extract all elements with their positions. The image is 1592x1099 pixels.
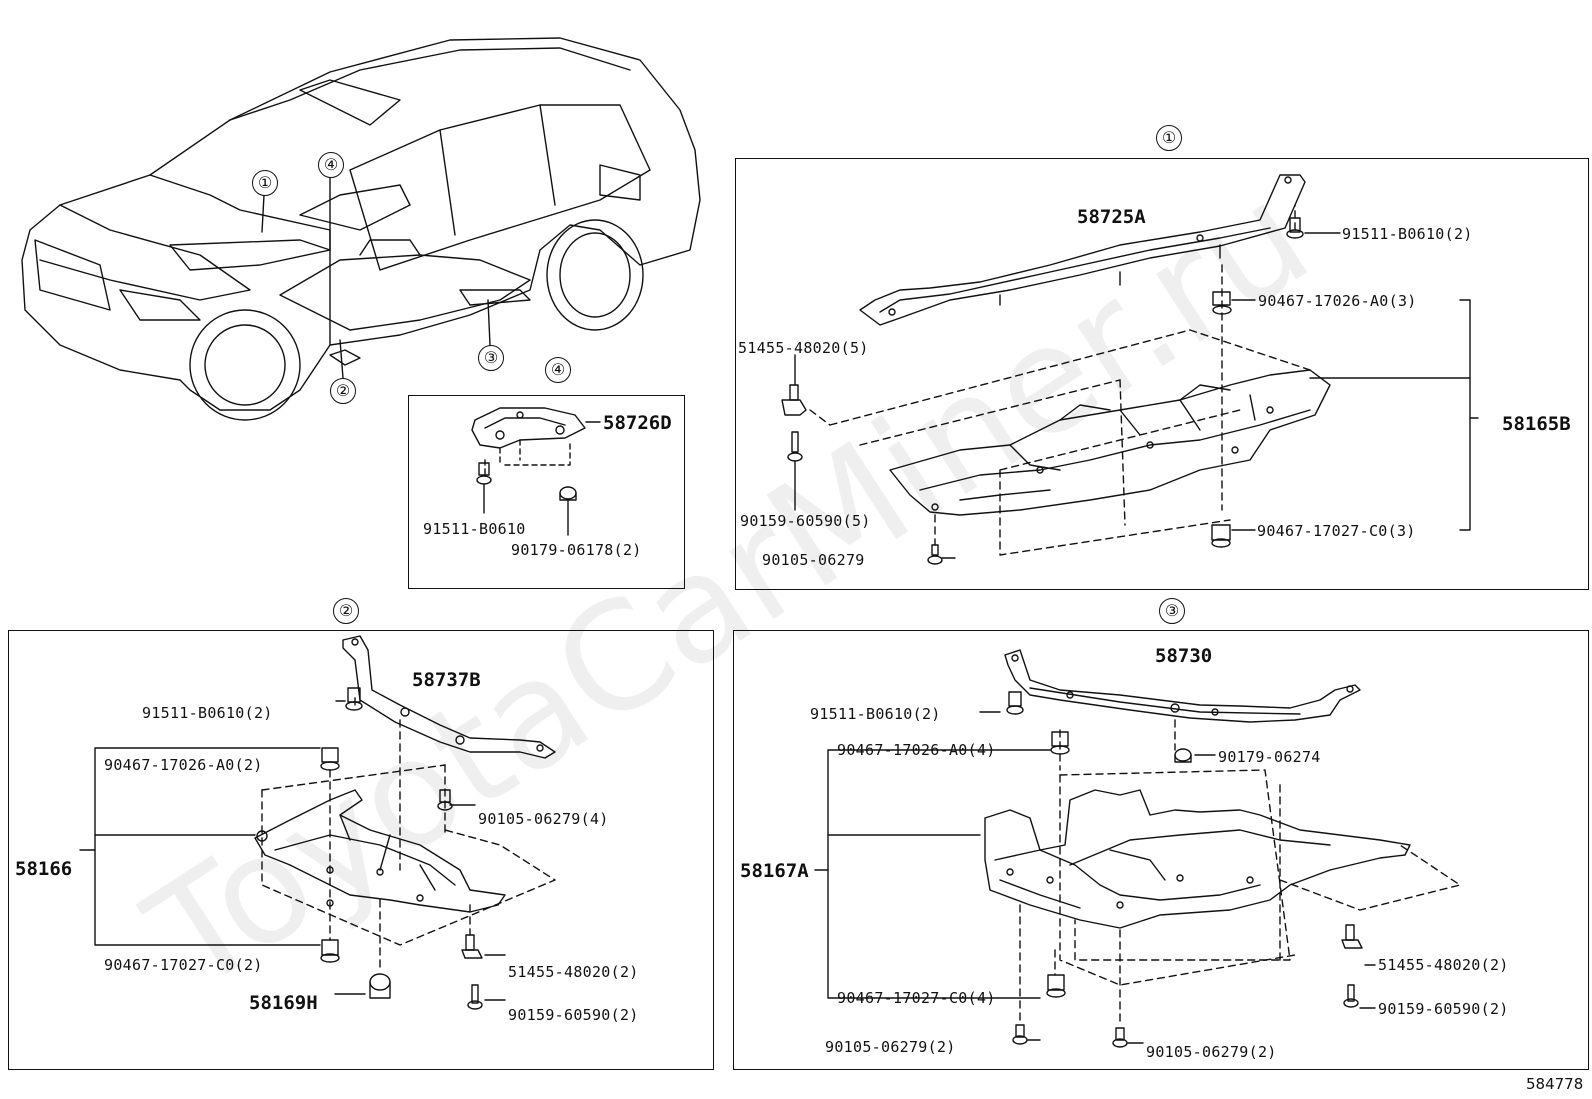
part-90467-17026-A0-p3[interactable]: 90467-17026-A0(4) (837, 741, 996, 759)
callout-2-vehicle: ② (330, 378, 356, 404)
part-91511-B0610-p4[interactable]: 91511-B0610 (423, 520, 526, 538)
part-90467-17027-C0-p1[interactable]: 90467-17027-C0(3) (1257, 522, 1416, 540)
part-51455-48020-p1[interactable]: 51455-48020(5) (738, 339, 869, 357)
panel2-marker: ② (333, 598, 359, 624)
part-58737B[interactable]: 58737B (412, 669, 481, 691)
undercover-58167A-drawing (814, 691, 1461, 1048)
part-90467-17026-A0-p2[interactable]: 90467-17026-A0(2) (104, 756, 263, 774)
part-58169H[interactable]: 58169H (249, 992, 318, 1014)
part-91511-B0610-p3[interactable]: 91511-B0610(2) (810, 705, 941, 723)
part-90179-06178[interactable]: 90179-06178(2) (511, 541, 642, 559)
part-51455-48020-p2[interactable]: 51455-48020(2) (508, 963, 639, 981)
panel3-box (733, 630, 1589, 1070)
part-58166[interactable]: 58166 (15, 858, 73, 880)
part-58730[interactable]: 58730 (1155, 645, 1213, 667)
crossmember-58725A-drawing (859, 174, 1306, 326)
callout-4-vehicle: ④ (318, 152, 344, 178)
panel3-marker: ③ (1159, 598, 1185, 624)
part-90159-60590-p2[interactable]: 90159-60590(2) (508, 1006, 639, 1024)
part-58165B[interactable]: 58165B (1502, 413, 1571, 435)
part-51455-48020-p3[interactable]: 51455-48020(2) (1378, 956, 1509, 974)
part-58167A[interactable]: 58167A (740, 860, 809, 882)
part-90105-06279-p1[interactable]: 90105-06279 (762, 551, 865, 569)
panel1-box (735, 158, 1589, 590)
bracket-58726D-drawing (471, 407, 601, 536)
part-91511-B0610-p1[interactable]: 91511-B0610(2) (1342, 225, 1473, 243)
panel4-box (408, 395, 685, 589)
vehicle-illustration (21, 37, 701, 421)
part-90467-17026-A0-p1[interactable]: 90467-17026-A0(3) (1258, 292, 1417, 310)
part-90105-06279-p3a[interactable]: 90105-06279(2) (825, 1038, 956, 1056)
part-90179-06274[interactable]: 90179-06274 (1218, 748, 1321, 766)
part-90467-17027-C0-p3[interactable]: 90467-17027-C0(4) (837, 989, 996, 1007)
part-91511-B0610-p2[interactable]: 91511-B0610(2) (142, 704, 273, 722)
panel1-marker: ① (1156, 125, 1182, 151)
callout-3-vehicle: ③ (478, 345, 504, 371)
figure-number: 584778 (1526, 1075, 1584, 1093)
part-90159-60590-p1[interactable]: 90159-60590(5) (740, 512, 871, 530)
crossmember-58730-drawing (1004, 649, 1361, 723)
part-58725A[interactable]: 58725A (1077, 206, 1146, 228)
undercover-58166-drawing (79, 687, 556, 1010)
part-90105-06279-p2[interactable]: 90105-06279(4) (478, 810, 609, 828)
part-58726D[interactable]: 58726D (603, 412, 672, 434)
undercover-58165B-drawing (781, 204, 1479, 565)
panel4-marker: ④ (545, 357, 571, 383)
part-90105-06279-p3b[interactable]: 90105-06279(2) (1146, 1043, 1277, 1061)
callout-1-vehicle: ① (252, 170, 278, 196)
part-90159-60590-p3[interactable]: 90159-60590(2) (1378, 1000, 1509, 1018)
part-90467-17027-C0-p2[interactable]: 90467-17027-C0(2) (104, 956, 263, 974)
panel2-box (8, 630, 714, 1070)
